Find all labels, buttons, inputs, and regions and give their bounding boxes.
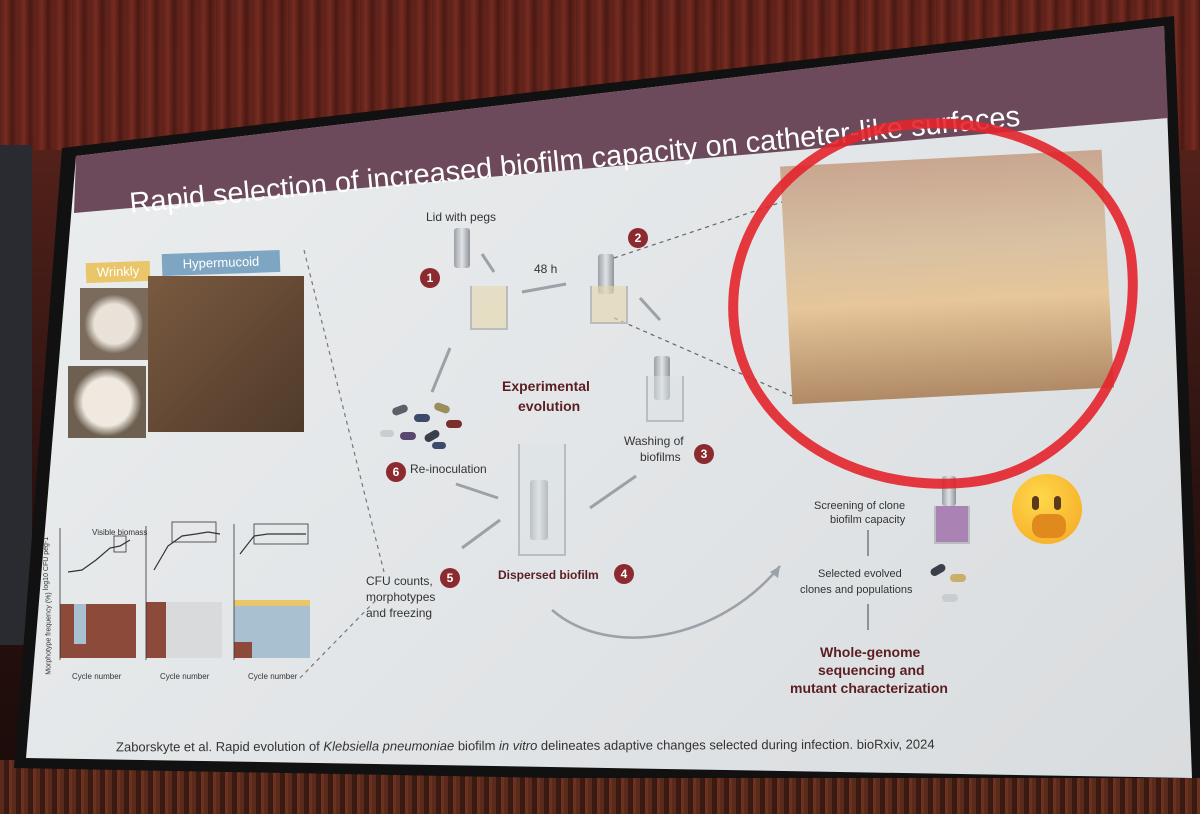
well-2 <box>590 286 628 324</box>
label-cfu-2: morphotypes <box>366 590 436 604</box>
hypermucoid-photo <box>148 276 304 432</box>
citation: Zaborskyte et al. Rapid evolution of Kle… <box>116 737 935 755</box>
step-badge-6: 6 <box>386 462 406 482</box>
peg-lid-1 <box>454 228 470 268</box>
chart-1 <box>59 528 136 660</box>
chart-ylabel-bottom: Morphotype frequency (%) <box>45 592 53 675</box>
chart-xlabel-3: Cycle number <box>248 672 298 681</box>
citation-part3: delineates adaptive changes selected dur… <box>537 736 935 753</box>
well-1 <box>470 286 508 330</box>
label-experimental: Experimental <box>502 378 590 394</box>
face-with-hand-over-mouth-icon <box>1012 474 1082 544</box>
wrinkly-colony-photo-2 <box>68 366 146 438</box>
peg-lid-2 <box>598 254 614 294</box>
chart-ylabel-top: log10 CFU peg-1 <box>43 536 51 591</box>
label-cfu-3: and freezing <box>366 606 433 620</box>
well-3 <box>646 376 684 422</box>
label-dispersed-biofilm: Dispersed biofilm <box>498 568 599 582</box>
label-screening-2: biofilm capacity <box>830 514 906 526</box>
label-lid-with-pegs: Lid with pegs <box>426 210 497 224</box>
label-evolution: evolution <box>518 398 581 414</box>
citation-part1: Zaborskyte et al. Rapid evolution of <box>115 738 324 755</box>
label-selected-2: clones and populations <box>800 584 913 596</box>
step-badge-4: 4 <box>614 564 634 584</box>
chart-xlabel-2: Cycle number <box>160 672 210 681</box>
step-badge-1: 1 <box>420 268 440 288</box>
chart-xlabel-1: Cycle number <box>72 672 122 681</box>
step-badge-2: 2 <box>628 228 648 248</box>
wrinkly-colony-photo-1 <box>80 288 148 360</box>
label-washing-1: Washing of <box>624 434 684 448</box>
label-wgs-1: Whole-genome <box>820 644 921 660</box>
chart-3 <box>233 523 310 660</box>
citation-part2: biofilm <box>454 738 500 754</box>
chart-2 <box>145 521 222 660</box>
label-wgs-2: sequencing and <box>818 662 925 678</box>
step-badge-5: 5 <box>440 568 460 588</box>
peg-lid-5 <box>942 476 956 506</box>
citation-invitro: in vitro <box>498 737 538 754</box>
label-washing-2: biofilms <box>640 450 681 464</box>
label-duration: 48 h <box>534 262 558 276</box>
side-screen <box>0 145 32 645</box>
well-5 <box>934 506 970 544</box>
step-badge-3: 3 <box>694 444 714 464</box>
label-wgs-3: mutant characterization <box>790 680 948 696</box>
label-visible-biomass: Visible biomass <box>92 528 148 537</box>
citation-species: Klebsiella pneumoniae <box>323 738 455 754</box>
label-screening-1: Screening of clone <box>814 500 906 512</box>
label-cfu-1: CFU counts, <box>366 574 433 588</box>
label-reinoculation: Re-inoculation <box>410 462 487 476</box>
label-selected-1: Selected evolved <box>818 568 902 580</box>
well-4 <box>518 444 566 556</box>
